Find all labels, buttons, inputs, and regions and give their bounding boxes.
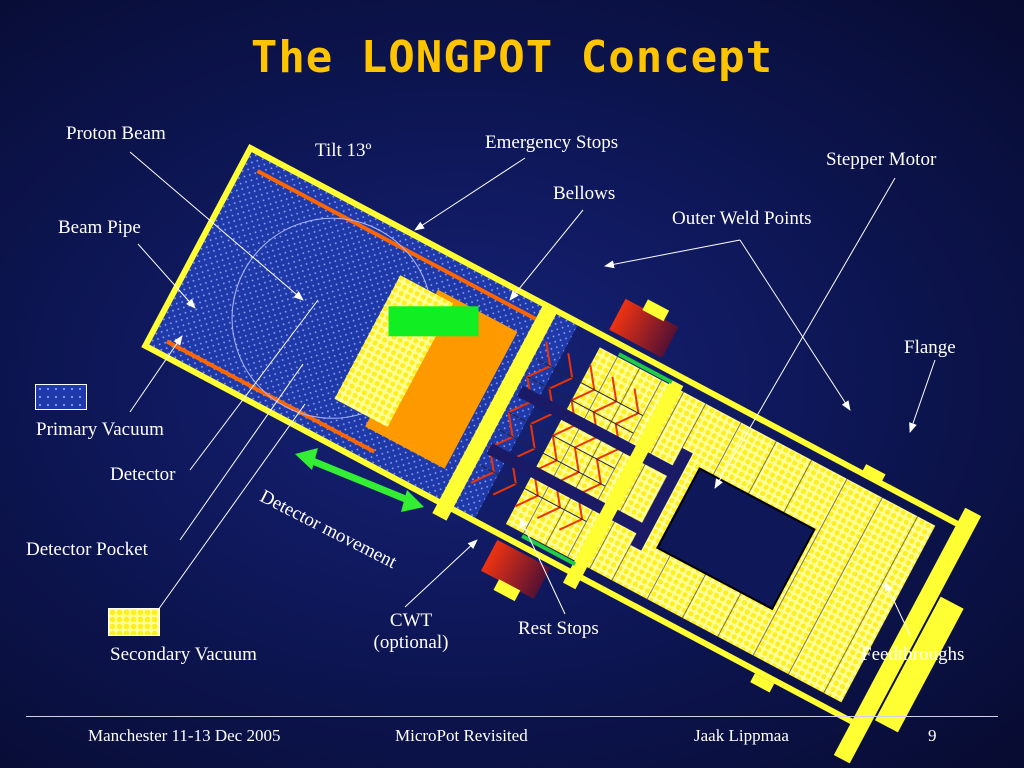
emergency-stop-top [609,298,679,358]
footer-divider [26,716,998,717]
detector-pocket-shape [365,289,518,469]
emergency-stop-bottom [480,539,551,599]
label-feedthroughs: Feedthroughs [861,644,965,665]
label-primary-vacuum: Primary Vacuum [36,419,164,440]
footer-presentation: MicroPot Revisited [395,726,528,745]
weld-point-top [861,464,886,484]
label-emergency-stops: Emergency Stops [485,132,619,153]
weld-point-bottom [750,673,775,693]
longpot-vessel [141,143,982,764]
secondary-vacuum-swatch [108,608,160,636]
detector-movement-arrow [295,448,424,512]
label-detector: Detector [110,464,176,485]
primary-vacuum-swatch [35,384,87,410]
footer-page-number: 9 [928,726,937,745]
label-bellows: Bellows [553,183,616,204]
label-proton-beam: Proton Beam [66,123,166,144]
detector-shape [388,306,479,337]
label-beam-pipe: Beam Pipe [58,217,141,238]
primary-vacuum-region [148,150,578,519]
label-cwt: CWT (optional) [356,610,466,654]
slide-title: The LONGPOT Concept [250,32,774,83]
label-cwt-line2: (optional) [373,632,449,653]
label-stepper-motor: Stepper Motor [826,149,937,170]
rest-stop-top [617,352,673,385]
flange-shape [833,507,982,764]
label-tilt: Tilt 13º [315,140,372,161]
label-outer-weld-points: Outer Weld Points [672,208,812,229]
feedthroughs-shape [874,596,964,733]
carriage-bar [563,379,684,590]
label-flange: Flange [904,337,956,358]
label-cwt-line1: CWT [389,610,433,631]
footer-event: Manchester 11-13 Dec 2005 [88,726,281,745]
label-detector-pocket: Detector Pocket [26,539,148,560]
stepper-motor-shape [656,467,816,611]
motor-mount [630,447,693,551]
footer-author: Jaak Lippmaa [694,726,789,745]
label-rest-stops: Rest Stops [518,618,599,639]
callout-lines [129,151,936,636]
separator-bar [432,301,560,521]
label-secondary-vacuum: Secondary Vacuum [110,644,257,665]
beam-pipe-top [256,169,546,326]
